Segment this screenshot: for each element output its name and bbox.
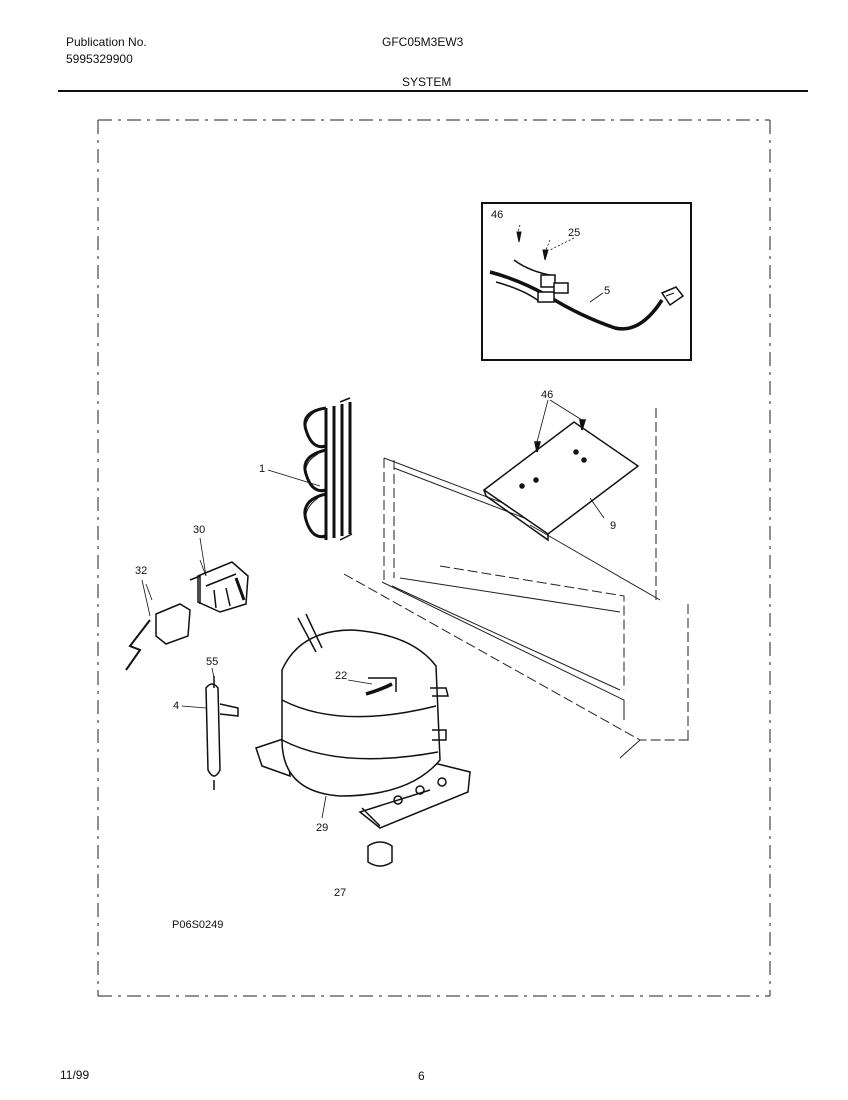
page-number: 6	[418, 1069, 425, 1083]
callout-46-main: 46	[541, 389, 554, 401]
compressor	[255, 613, 471, 829]
section-title: SYSTEM	[402, 75, 452, 89]
diagram-frame	[97, 119, 771, 997]
publication-number: 5995329900	[66, 52, 133, 66]
compressor-grommet	[367, 841, 393, 867]
callout-9: 9	[610, 520, 617, 532]
cabinet-outline	[343, 408, 690, 759]
relay-assembly	[125, 559, 249, 671]
callout-32: 32	[135, 565, 148, 577]
callout-29: 29	[316, 822, 329, 834]
callout-27: 27	[334, 887, 347, 899]
callout-25: 25	[568, 227, 581, 239]
publication-label: Publication No.	[66, 35, 147, 49]
filter-drier	[205, 676, 239, 790]
drawing-code: P06S0249	[172, 919, 224, 931]
callout-1: 1	[259, 463, 266, 475]
inset-box	[481, 202, 692, 361]
leader-lines	[141, 469, 373, 819]
footer-date: 11/99	[60, 1068, 90, 1082]
callout-22: 22	[335, 670, 348, 682]
model-number: GFC05M3EW3	[382, 35, 464, 49]
callout-46-inset: 46	[491, 209, 504, 221]
callout-4: 4	[173, 700, 180, 712]
compressor-shelf	[482, 399, 640, 542]
callout-55: 55	[206, 656, 219, 668]
callout-30: 30	[193, 524, 206, 536]
condenser-coil	[303, 397, 353, 541]
header-rule	[58, 90, 808, 92]
callout-5: 5	[604, 285, 611, 297]
